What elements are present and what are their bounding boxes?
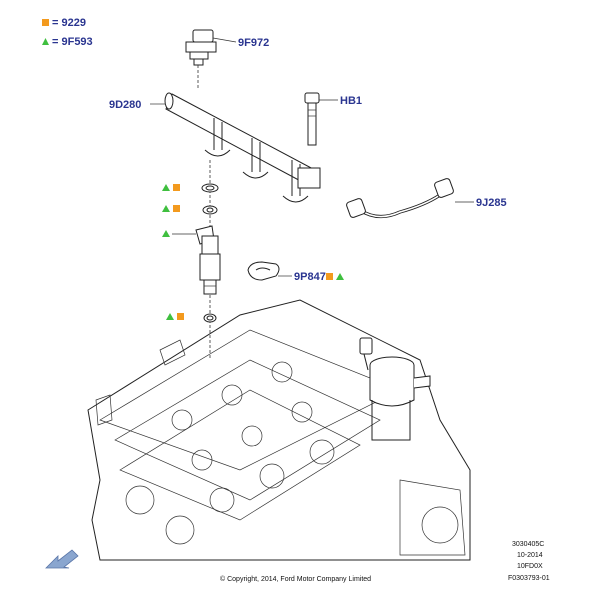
fuel-injector-drawing	[195, 225, 221, 295]
lower-seal-drawing	[203, 313, 217, 323]
ref-code-3: 10FD0X	[517, 563, 543, 570]
ref-code-1: 3030405C	[512, 541, 544, 548]
copyright-text: © Copyright, 2014, Ford Motor Company Li…	[220, 575, 371, 583]
square-marker-icon	[173, 205, 180, 212]
square-symbol-icon	[42, 19, 49, 26]
triangle-marker-icon	[162, 230, 170, 237]
square-marker-icon	[177, 313, 184, 320]
pressure-sensor-drawing	[185, 29, 217, 90]
square-marker-icon	[326, 273, 333, 280]
seal-ring-2-drawing	[202, 205, 218, 215]
triangle-symbol-icon	[42, 38, 49, 45]
label-9d280: 9D280	[109, 99, 141, 111]
legend-triangle-text: = 9F593	[52, 36, 93, 48]
ref-code-2: 10-2014	[517, 552, 543, 559]
label-9f972: 9F972	[238, 37, 269, 49]
square-marker-icon	[173, 184, 180, 191]
label-9j285: 9J285	[476, 197, 507, 209]
triangle-marker-icon	[336, 273, 344, 280]
bolt-drawing	[304, 92, 320, 146]
direction-arrow-icon	[45, 549, 79, 569]
ref-code-4: F0303793-01	[508, 575, 550, 582]
label-9p847: 9P847	[294, 271, 326, 283]
triangle-marker-icon	[162, 205, 170, 212]
legend-square-text: = 9229	[52, 17, 86, 29]
triangle-marker-icon	[162, 184, 170, 191]
legend: = 9229 = 9F593	[42, 17, 93, 48]
triangle-marker-icon	[166, 313, 174, 320]
label-hb1: HB1	[340, 95, 362, 107]
clip-drawing	[247, 261, 280, 281]
seal-ring-1-drawing	[201, 183, 219, 193]
fuel-pump-drawing	[359, 337, 431, 441]
fuel-line-drawing	[346, 178, 454, 219]
fuel-rail-drawing	[164, 92, 321, 203]
cylinder-head-drawing	[87, 299, 471, 561]
